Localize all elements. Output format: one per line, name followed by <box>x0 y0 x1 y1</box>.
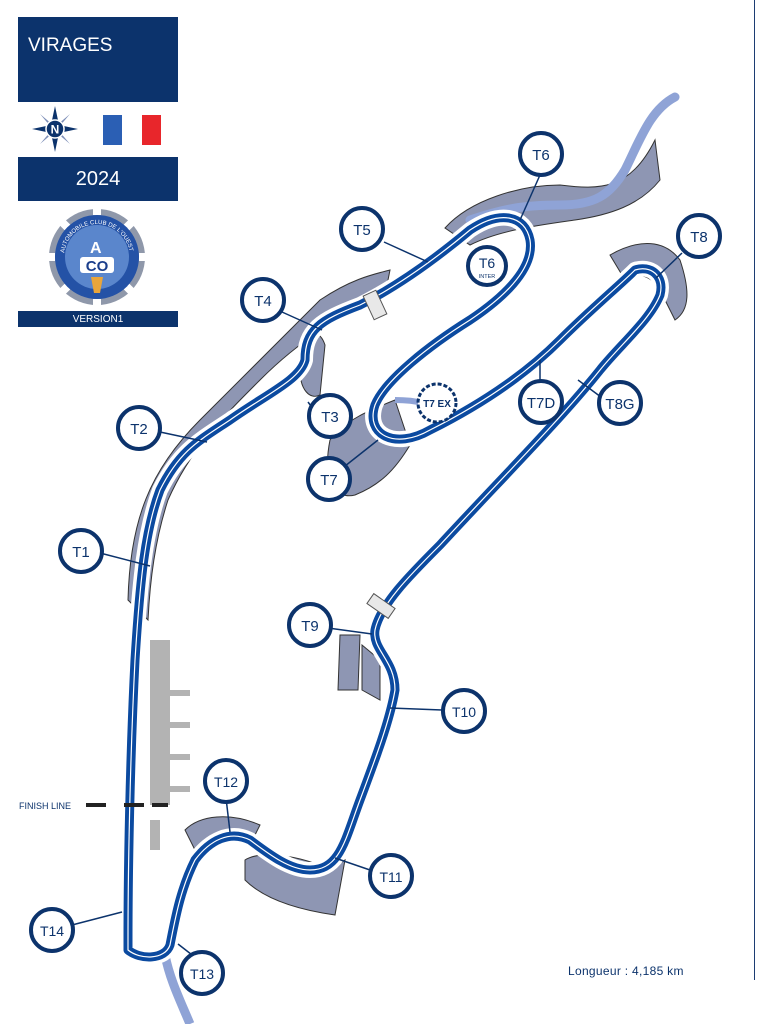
svg-text:T7 EX: T7 EX <box>423 399 451 410</box>
turn-marker-t5: T5 <box>339 206 385 252</box>
version-label: VERSION1 <box>18 311 178 327</box>
svg-text:INTER: INTER <box>479 274 496 280</box>
bridge-north <box>362 289 388 321</box>
svg-text:T6: T6 <box>532 147 550 164</box>
turn-marker-t10: T10 <box>441 688 487 734</box>
france-flag-icon <box>103 115 161 145</box>
svg-text:T12: T12 <box>214 774 238 790</box>
compass-icon: N <box>32 106 78 152</box>
logo-letter-a: A <box>90 240 102 257</box>
title-box: VIRAGES <box>18 17 178 102</box>
flag-stripe-blue <box>103 115 123 145</box>
svg-text:T8G: T8G <box>605 396 634 413</box>
svg-text:T6: T6 <box>479 255 496 271</box>
turn-marker-t3: T3 <box>307 393 353 439</box>
turn-marker-t12: T12 <box>203 758 249 804</box>
turn-marker-t1: T1 <box>58 528 104 574</box>
logo-letters-co: CO <box>86 258 109 275</box>
svg-text:T5: T5 <box>353 222 371 239</box>
compass-letter: N <box>51 123 60 137</box>
track-length: Longueur : 4,185 km <box>568 964 684 978</box>
finish-line-label: FINISH LINE <box>19 801 72 811</box>
turn-marker-t11: T11 <box>368 853 414 899</box>
flag-stripe-red <box>141 115 161 145</box>
access-road <box>465 92 680 225</box>
turn-marker-t14: T14 <box>29 907 75 953</box>
turn-marker-t7-ex: T7 EX <box>416 382 458 424</box>
turn-marker-t7: T7 <box>306 456 352 502</box>
pit-building <box>150 640 190 850</box>
svg-text:T2: T2 <box>130 421 148 438</box>
page-divider <box>754 0 755 980</box>
turn-marker-t8: T8 <box>676 213 722 259</box>
aco-logo-icon: AUTOMOBILE CLUB DE L'OUEST A CO <box>47 207 147 307</box>
svg-text:T7: T7 <box>320 472 338 489</box>
svg-text:T9: T9 <box>301 618 319 635</box>
turn-marker-t13: T13 <box>179 950 225 996</box>
turn-marker-t4: T4 <box>240 277 286 323</box>
bridge-south <box>366 592 396 620</box>
svg-text:T8: T8 <box>690 229 708 246</box>
flag-stripe-white <box>122 115 142 145</box>
access-road-south <box>160 954 195 1024</box>
svg-text:T3: T3 <box>321 409 339 426</box>
svg-text:T11: T11 <box>379 869 402 885</box>
turn-marker-t6: T6 <box>518 131 564 177</box>
svg-text:T4: T4 <box>254 293 272 310</box>
finish-line-mark <box>86 803 168 807</box>
svg-text:T1: T1 <box>72 544 90 561</box>
turn-marker-t9: T9 <box>287 602 333 648</box>
svg-text:T7D: T7D <box>527 395 556 412</box>
svg-text:T14: T14 <box>40 923 64 939</box>
page-title: VIRAGES <box>28 35 113 56</box>
turn-marker-t8g: T8G <box>597 380 643 426</box>
turn-marker-t7d: T7D <box>518 379 564 425</box>
year-box: 2024 <box>18 157 178 201</box>
svg-text:T10: T10 <box>452 704 476 720</box>
track-centerline <box>127 217 662 958</box>
svg-text:T13: T13 <box>190 966 214 982</box>
turn-marker-t2: T2 <box>116 405 162 451</box>
